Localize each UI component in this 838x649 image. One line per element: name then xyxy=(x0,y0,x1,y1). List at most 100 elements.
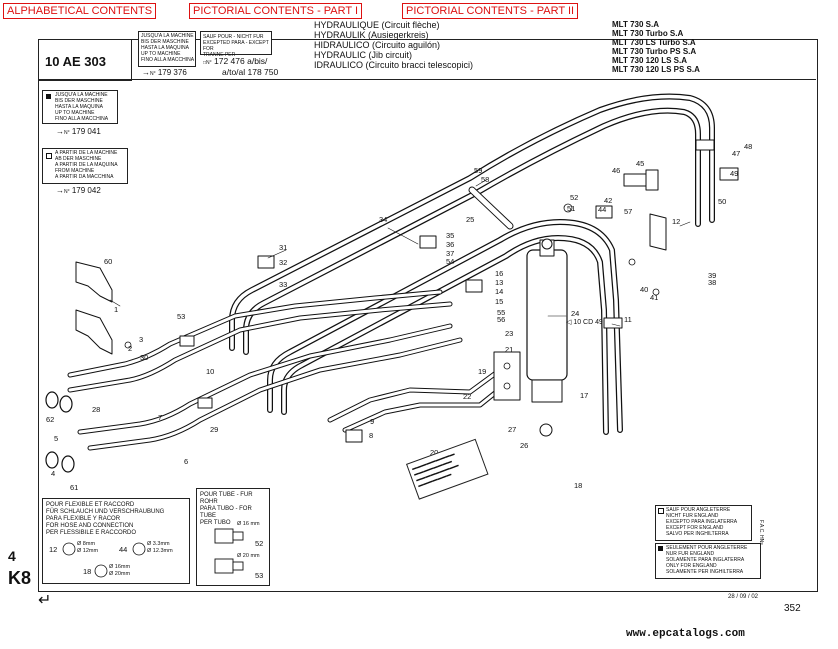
part-label-11: 11 xyxy=(624,315,632,324)
hose-dim-6: Ø 20mm xyxy=(109,571,131,577)
cylinder-label: ◁ 10 CD 49 xyxy=(566,319,603,326)
hose-dim-2: Ø 12mm xyxy=(77,548,99,554)
part-label-51: 51 xyxy=(567,204,575,213)
part-label-22: 22 xyxy=(463,392,471,401)
part-label-17: 17 xyxy=(580,391,588,400)
bracket-60 xyxy=(75,261,113,303)
tube-valve-a-core xyxy=(328,368,502,422)
part-label-46: 46 xyxy=(612,166,620,175)
page-number: 352 xyxy=(784,603,801,614)
part-label-21: 21 xyxy=(505,345,513,354)
hose-dim-5: Ø 16mm xyxy=(109,564,131,570)
tube-valve-b-core xyxy=(343,383,507,432)
part-label-44: 44 xyxy=(598,205,606,214)
part-label-10: 10 xyxy=(206,367,214,376)
side-number: 4 xyxy=(8,548,16,564)
part-label-36: 36 xyxy=(446,240,454,249)
part-label-18: 18 xyxy=(574,481,582,490)
part-label-39: 39 xyxy=(708,271,716,280)
part-label-12: 12 xyxy=(672,217,680,226)
part-label-6: 6 xyxy=(184,457,188,466)
part-label-49: 49 xyxy=(730,169,738,178)
vertical-code: F.A.C. HNs xyxy=(758,520,764,545)
tube-ref-52: 52 xyxy=(255,539,264,548)
part-label-33: 33 xyxy=(279,280,287,289)
part-label-3: 3 xyxy=(139,335,143,344)
footer-date: 28 / 09 / 02 xyxy=(728,594,759,600)
part-label-7: 7 xyxy=(158,413,162,422)
part-label-9: 9 xyxy=(370,417,374,426)
corner-mark-icon: ↵ xyxy=(38,592,52,609)
empty-square-icon xyxy=(46,153,52,159)
cylinder-24-body xyxy=(526,249,568,381)
title-block: HYDRAULIQUE (Circuit flèche)HYDRAULIK (A… xyxy=(314,20,474,70)
pictorial-contents-part-1-link[interactable]: PICTORIAL CONTENTS - PART I xyxy=(189,3,363,19)
part-label-41: 41 xyxy=(650,293,658,302)
watermark: www.epcatalogs.com xyxy=(626,628,745,640)
part-label-45: 45 xyxy=(636,159,644,168)
hose-ref-44: 44 xyxy=(119,545,128,554)
part-label-38: 38 xyxy=(708,278,716,287)
part-label-13: 13 xyxy=(495,278,503,287)
upto-number: →N° 179 041 xyxy=(56,127,101,136)
alphabetical-contents-link[interactable]: ALPHABETICAL CONTENTS xyxy=(3,3,157,19)
part-label-50: 50 xyxy=(718,197,726,206)
part-label-55: 55 xyxy=(497,308,505,317)
hose-ref-12: 12 xyxy=(49,545,58,554)
filled-square-icon xyxy=(46,94,51,99)
tube-ref-53: 53 xyxy=(255,571,264,580)
part-label-53: 53 xyxy=(177,312,185,321)
except-number-2: a/to/al 178 750 xyxy=(222,67,279,77)
part-label-40: 40 xyxy=(640,285,648,294)
part-label-37: 37 xyxy=(446,249,454,258)
part-label-25: 25 xyxy=(466,215,474,224)
hose-lower-outer-core xyxy=(268,220,622,432)
hose-34-outer-inner xyxy=(230,94,714,350)
part-label-59: 59 xyxy=(474,166,482,175)
part-label-61: 61 xyxy=(70,483,78,492)
part-label-35: 35 xyxy=(446,231,454,240)
hose-34-inner-core xyxy=(244,108,700,354)
hose-dim-3: Ø 3.3mm xyxy=(147,541,170,547)
part-label-16: 16 xyxy=(495,269,503,278)
tube-29-core xyxy=(68,302,452,392)
hose-dim-1: Ø 8mm xyxy=(77,541,96,547)
part-label-57: 57 xyxy=(624,207,632,216)
part-label-29: 29 xyxy=(210,425,218,434)
except-number-1: □N° 172 476 a/bis/ xyxy=(203,56,268,66)
part-label-54: 54 xyxy=(446,257,454,266)
from-number: →N° 179 042 xyxy=(56,186,101,195)
hose-dim-4: Ø 12.3mm xyxy=(147,548,173,554)
part-label-34: 34 xyxy=(379,215,387,224)
pictorial-contents-part-2-link[interactable]: PICTORIAL CONTENTS - PART II xyxy=(402,3,579,19)
tube-6-core xyxy=(88,338,462,450)
part-label-48: 48 xyxy=(744,142,752,151)
part-label-27: 27 xyxy=(508,425,516,434)
drawing-frame xyxy=(38,39,818,592)
part-label-31: 31 xyxy=(279,243,287,252)
tube-legend-drawing xyxy=(214,528,244,574)
tube-dim-2: Ø 20 mm xyxy=(237,553,260,559)
part-label-8: 8 xyxy=(369,431,373,440)
part-label-42: 42 xyxy=(604,196,612,205)
ref-box: 10 AE 303 xyxy=(38,39,132,81)
part-label-19: 19 xyxy=(478,367,486,376)
part-label-28: 28 xyxy=(92,405,100,414)
part-label-1: 1 xyxy=(114,305,118,314)
header-divider xyxy=(38,79,816,80)
